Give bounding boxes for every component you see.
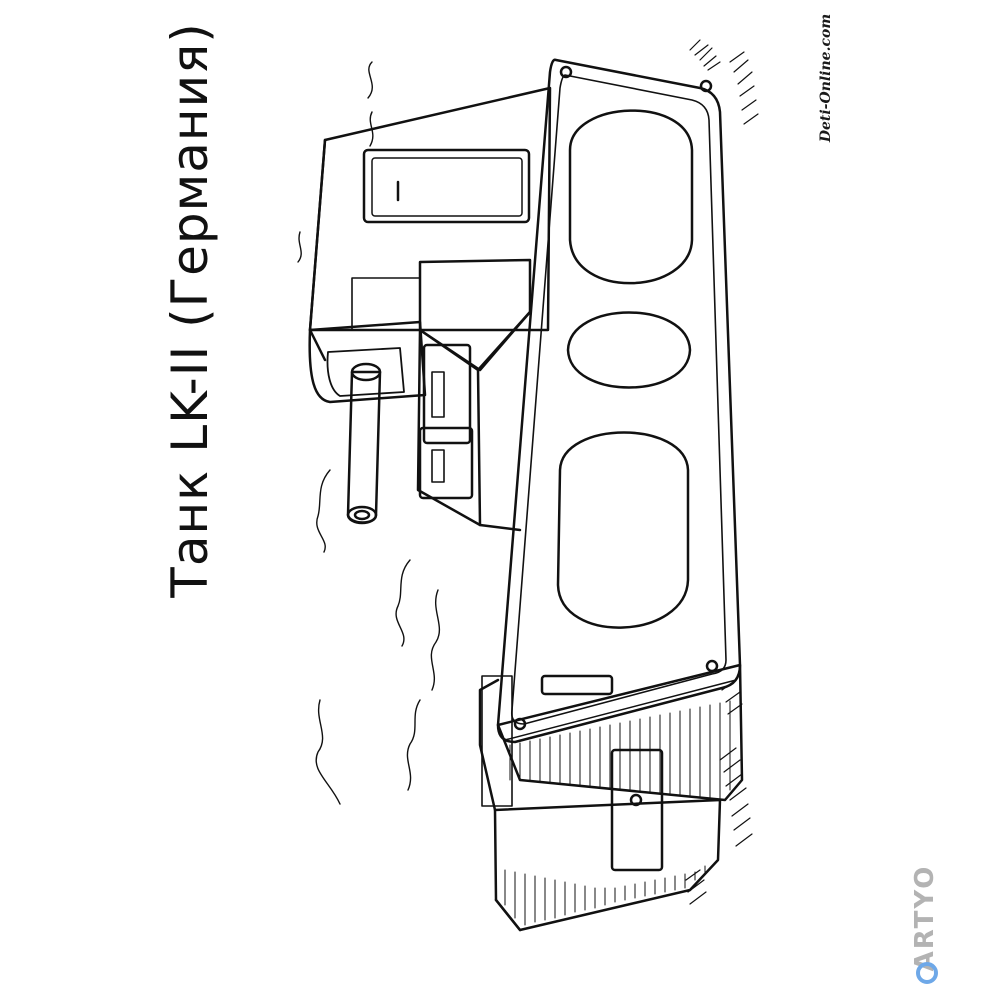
turret-body <box>308 86 552 362</box>
side-slot <box>540 674 614 696</box>
track-window-middle <box>566 311 692 389</box>
track-window-bottom <box>556 431 690 629</box>
hull-superstructure <box>416 258 532 532</box>
turret-front <box>308 320 427 404</box>
smoke-cloud <box>297 61 441 805</box>
grass-tufts <box>685 39 759 905</box>
engine-hatch <box>610 748 664 872</box>
gun-barrel <box>346 362 382 525</box>
brand-logo-ring <box>916 962 938 984</box>
engine-grille <box>481 675 513 807</box>
turret-hatch <box>362 148 531 224</box>
track-assembly <box>478 663 744 932</box>
vision-block-upper <box>422 343 472 445</box>
track-window-top <box>568 109 694 285</box>
tread-hatching <box>504 700 731 926</box>
track-side-plate <box>496 58 742 744</box>
vision-block-lower <box>418 426 474 500</box>
